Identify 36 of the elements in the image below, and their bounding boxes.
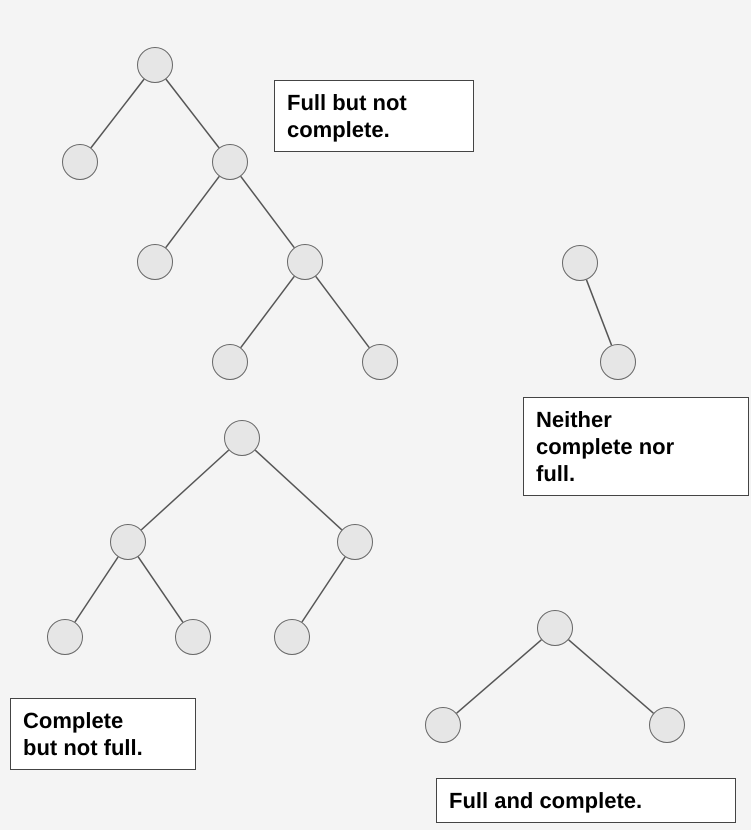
- tree-edge-line: [240, 176, 295, 248]
- tree-edge-line: [165, 176, 220, 248]
- tree-edge-line: [140, 450, 230, 530]
- tree-node-circle: [362, 344, 398, 380]
- tree-edge-line: [315, 276, 370, 348]
- tree-node-circle: [110, 524, 146, 560]
- annotation-box: Full but not complete.: [274, 80, 474, 152]
- tree-node-circle: [137, 244, 173, 280]
- annotation-box: Complete but not full.: [10, 698, 196, 770]
- tree-edge-line: [456, 639, 542, 714]
- tree-node-circle: [425, 707, 461, 743]
- tree-node-circle: [600, 344, 636, 380]
- tree-node-circle: [47, 619, 83, 655]
- tree-edge-line: [74, 556, 119, 622]
- tree-edge-line: [568, 639, 654, 714]
- annotation-box: Full and complete.: [436, 778, 736, 823]
- tree-node-circle: [175, 619, 211, 655]
- tree-node-circle: [224, 420, 260, 456]
- tree-edge-line: [165, 78, 220, 148]
- tree-edge-line: [301, 556, 346, 622]
- tree-node-circle: [137, 47, 173, 83]
- tree-edge-line: [240, 276, 295, 348]
- tree-node-circle: [212, 344, 248, 380]
- tree-edge-line: [90, 78, 145, 148]
- tree-node-circle: [649, 707, 685, 743]
- tree-edge-line: [138, 556, 184, 623]
- tree-node-circle: [62, 144, 98, 180]
- tree-node-circle: [337, 524, 373, 560]
- annotation-box: Neither complete nor full.: [523, 397, 749, 496]
- tree-node-circle: [562, 245, 598, 281]
- tree-node-circle: [287, 244, 323, 280]
- tree-node-circle: [212, 144, 248, 180]
- tree-node-circle: [274, 619, 310, 655]
- tree-edge-line: [254, 450, 342, 530]
- tree-edge-line: [586, 280, 612, 346]
- tree-node-circle: [537, 610, 573, 646]
